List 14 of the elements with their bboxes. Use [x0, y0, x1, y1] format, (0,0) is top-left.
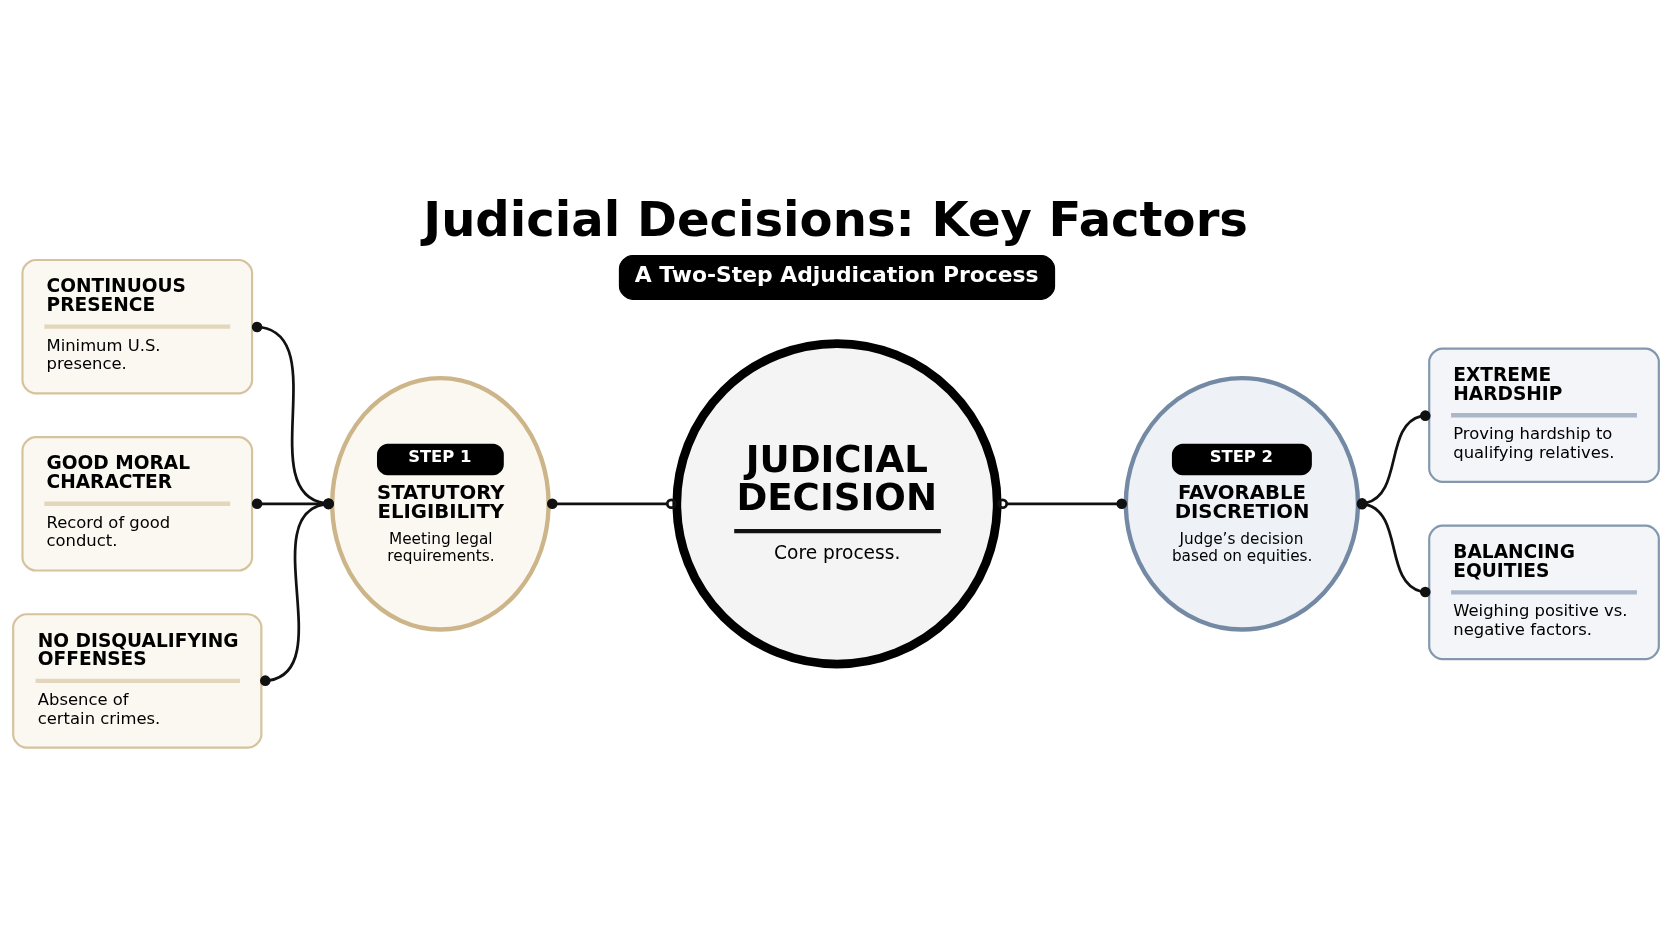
node-box: CONTINUOUS PRESENCE Minimum U.S. presence. — [21, 258, 254, 394]
connector — [251, 498, 334, 509]
node-box: NO DISQUALIFYING OFFENSES Absence of certain crimes. — [12, 612, 263, 749]
connector — [546, 498, 677, 509]
node-box: EXTREME HARDSHIP Proving hardship to qualifying relatives. — [1428, 346, 1660, 483]
node-box: BALANCING EQUITIES Weighing positive vs. negative factors. — [1428, 524, 1660, 660]
node-circle: STEP 2 FAVORABLE DISCRETION Judge’s decision based on equities. — [1123, 375, 1361, 632]
connector — [251, 321, 334, 509]
node-ellipse: STEP 1 STATUTORY ELIGIBILITY Meeting legal requirements. — [330, 375, 551, 632]
node-circle: JUDICIAL DECISION Core process. — [672, 338, 1002, 668]
connector — [260, 498, 334, 686]
node-box: A Two-Step Adjudication Process — [618, 254, 1056, 300]
node-box: GOOD MORAL CHARACTER Record of good conduct. — [21, 435, 254, 572]
connector — [997, 498, 1127, 509]
